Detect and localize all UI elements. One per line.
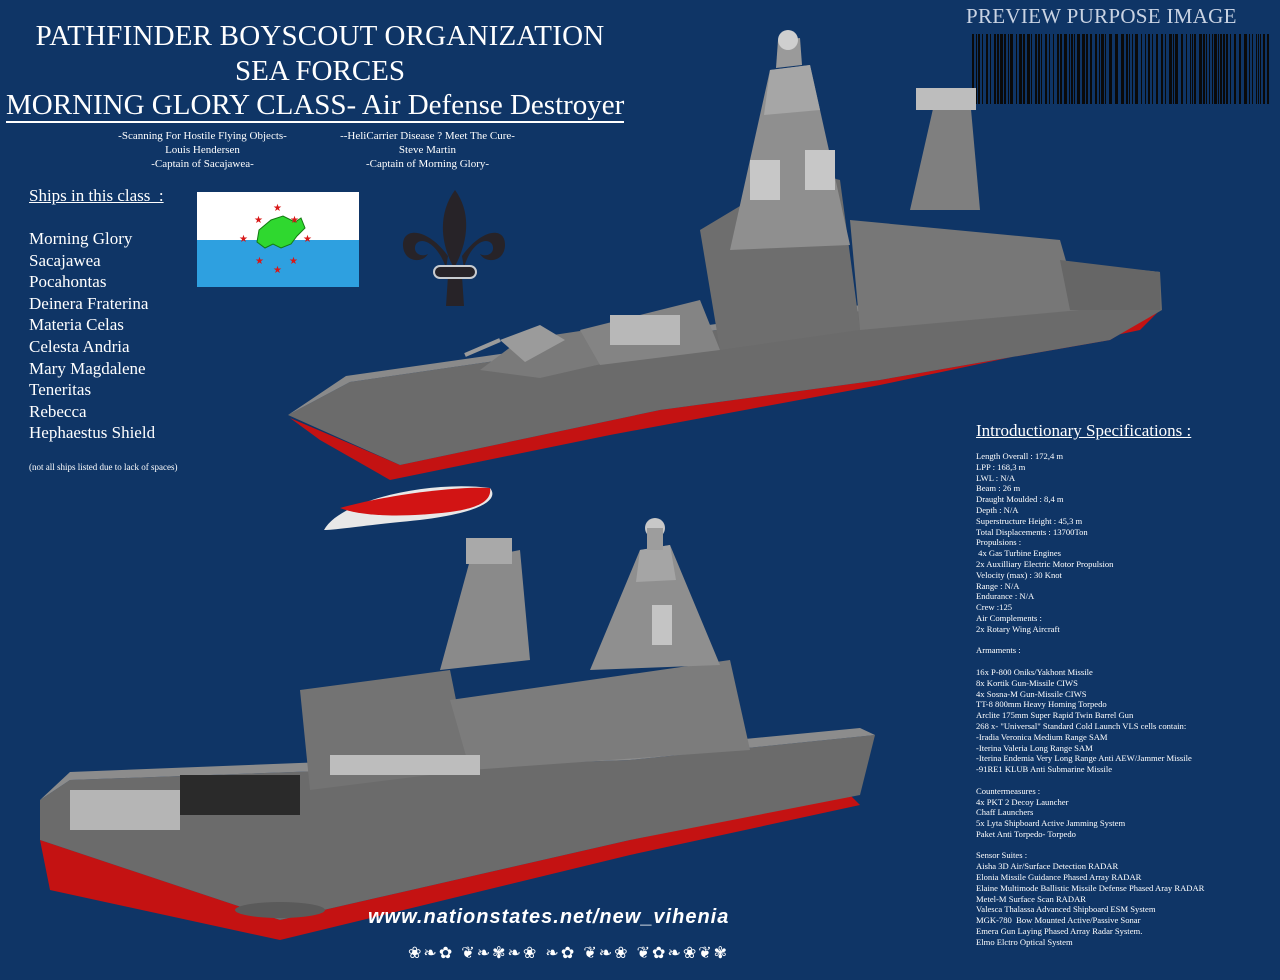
- list-item: Mary Magdalene: [29, 358, 146, 378]
- spec-line: Draught Moulded : 8,4 m: [976, 494, 1064, 505]
- svg-text:★: ★: [289, 256, 298, 267]
- spec-line: [976, 840, 1204, 851]
- ships-heading: Ships in this class :: [29, 186, 164, 205]
- spec-line: [976, 635, 1204, 646]
- spec-line: Endurance : N/A: [976, 591, 1035, 602]
- spec-line: Propulsions :: [976, 537, 1022, 548]
- svg-text:★: ★: [255, 256, 264, 267]
- quote-right: --HeliCarrier Disease ? Meet The Cure- S…: [340, 130, 515, 170]
- spec-line: Emera Gun Laying Phased Array Radar Syst…: [976, 926, 1143, 937]
- spec-line: Total Displacements : 13700Ton: [976, 526, 1088, 537]
- list-item: Hephaestus Shield: [29, 423, 156, 443]
- svg-text:★: ★: [290, 215, 299, 226]
- spec-line: Elonia Missile Guidance Phased Array RAD…: [976, 872, 1142, 883]
- spec-line: Elmo Elctro Optical System: [976, 936, 1073, 947]
- spec-line: Chaff Launchers: [976, 807, 1034, 818]
- spec-line: -91RE1 KLUB Anti Submarine Missile: [976, 764, 1113, 775]
- svg-text:★: ★: [273, 203, 282, 214]
- spec-line: 16x P-800 Oniks/Yakhont Missile: [976, 666, 1093, 677]
- spec-line: Valesca Thalassa Advanced Shipboard ESM …: [976, 904, 1156, 915]
- org-subtitle: SEA FORCES: [234, 55, 406, 87]
- spec-line: Beam : 26 m: [976, 483, 1021, 494]
- org-title: PATHFINDER BOYSCOUT ORGANIZATION: [35, 20, 605, 52]
- spec-line: 2x Auxilliary Electric Motor Propulsion: [976, 558, 1114, 569]
- spec-line: Aisha 3D Air/Surface Detection RADAR: [976, 861, 1119, 872]
- ship-illustration-bow-view: [288, 30, 1162, 530]
- footer-url: www.nationstates.net/new_vihenia: [368, 906, 730, 928]
- spec-line: Arclite 175mm Super Rapid Twin Barrel Gu…: [976, 710, 1134, 721]
- svg-text:★: ★: [273, 265, 282, 276]
- barcode-icon: [972, 34, 1269, 104]
- ships-list: Morning Glory Sacajawea Pocahontas Deine…: [29, 228, 155, 444]
- list-item: Rebecca: [29, 401, 87, 421]
- spec-line: Superstructure Height : 45,3 m: [976, 515, 1083, 526]
- spec-line: Paket Anti Torpedo- Torpedo: [976, 828, 1076, 839]
- flag-emblem-icon: ★ ★ ★ ★ ★ ★ ★ ★: [239, 203, 312, 276]
- spec-line: [976, 656, 1204, 667]
- spec-line: Length Overall : 172,4 m: [976, 451, 1064, 461]
- signature: ❀❧✿ ❦❧✾❧❀ ❧✿ ❦❧❀ ❦✿❧❀❦✾: [408, 943, 730, 962]
- spec-line: [976, 775, 1204, 786]
- spec-line: Range : N/A: [976, 580, 1020, 591]
- list-item: Sacajawea: [29, 250, 101, 270]
- preview-watermark: PREVIEW PURPOSE IMAGE: [966, 4, 1237, 28]
- spec-line: 5x Lyta Shipboard Active Jamming System: [976, 818, 1126, 829]
- spec-line: TT-8 800mm Heavy Homing Torpedo: [976, 699, 1107, 710]
- spec-line: LPP : 168,3 m: [976, 461, 1026, 472]
- spec-line: Countermeasures :: [976, 785, 1041, 796]
- list-item: Teneritas: [29, 380, 92, 400]
- ship-illustration-stern-view: [40, 518, 875, 940]
- ship-class-title: MORNING GLORY CLASS- Air Defense Destroy…: [6, 89, 625, 123]
- spec-line: 268 x- "Universal" Standard Cold Launch …: [976, 720, 1187, 731]
- spec-line: MGK-780 Bow Mounted Active/Passive Sonar: [976, 915, 1141, 926]
- spec-line: Crew :125: [976, 602, 1013, 613]
- spec-line: 2x Rotary Wing Aircraft: [976, 623, 1060, 634]
- specs-heading: Introductionary Specifications :: [976, 421, 1192, 440]
- list-item: Deinera Fraterina: [29, 293, 149, 313]
- flag: ★ ★ ★ ★ ★ ★ ★ ★: [197, 192, 359, 287]
- list-item: Pocahontas: [29, 272, 107, 292]
- svg-text:★: ★: [303, 234, 312, 245]
- spec-line: 4x Gas Turbine Engines: [976, 548, 1061, 559]
- spec-line: Velocity (max) : 30 Knot: [976, 569, 1062, 580]
- spec-line: -Iterina Valeria Long Range SAM: [976, 742, 1093, 753]
- spec-line: Elaine Multimode Ballistic Missile Defen…: [976, 882, 1205, 893]
- spec-line: 4x Sosna-M Gun-Missile CIWS: [976, 688, 1087, 699]
- list-item: Celesta Andria: [29, 336, 130, 356]
- ships-note: (not all ships listed due to lack of spa…: [29, 462, 178, 472]
- spec-line: Depth : N/A: [976, 504, 1019, 515]
- list-item: Materia Celas: [29, 315, 124, 335]
- spec-line: Armaments :: [976, 645, 1021, 656]
- spec-line: 4x PKT 2 Decoy Launcher: [976, 796, 1069, 807]
- quote-left: -Scanning For Hostile Flying Objects- Lo…: [118, 130, 287, 170]
- spec-line: Sensor Suites :: [976, 850, 1028, 861]
- spec-line: Metel-M Surface Scan RADAR: [976, 893, 1087, 904]
- svg-text:★: ★: [239, 234, 248, 245]
- spec-line: -Iterina Endemia Very Long Range Anti AE…: [976, 753, 1192, 764]
- fleur-de-lis-emblem-icon: [402, 190, 506, 306]
- spec-line: Air Complements :: [976, 612, 1042, 623]
- svg-text:★: ★: [254, 215, 263, 226]
- spec-line: -Iradia Veronica Medium Range SAM: [976, 731, 1108, 742]
- spec-line: LWL : N/A: [976, 472, 1016, 483]
- list-item: Morning Glory: [29, 229, 133, 248]
- spec-line: 8x Kortik Gun-Missile CIWS: [976, 677, 1078, 688]
